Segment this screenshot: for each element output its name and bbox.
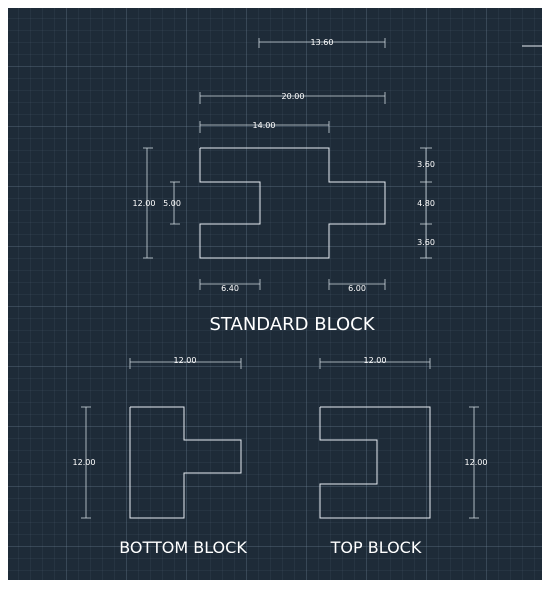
dim-top-height: 12.00 [465,406,488,519]
dim-label: 12.00 [465,458,488,467]
dim-label: 12.00 [73,458,96,467]
cad-drawing-canvas [8,8,542,580]
bottom-block: 12.00 12.00 BOTTOM BLOCK [73,356,248,557]
standard-block: 13.60 20.00 14.00 12.00 5.00 [133,38,435,335]
dim-label: 20.00 [282,92,305,101]
bottom-block-outline [129,406,242,519]
top-block-outline [319,406,431,519]
dim-label: 13.60 [311,38,334,47]
top-block-title: TOP BLOCK [330,538,422,557]
dim-bottom-height: 12.00 [73,406,96,519]
bottom-block-title: BOTTOM BLOCK [119,538,247,557]
dim-notch-height: 5.00 [163,181,181,225]
top-block: 12.00 12.00 TOP BLOCK [319,356,488,557]
dim-top-width: 12.00 [319,356,431,369]
dim-top-offset: 13.60 [258,38,386,48]
dim-label: 12.00 [133,199,156,208]
dim-overall-width: 20.00 [199,92,386,104]
dim-height: 12.00 [133,147,156,259]
dim-bottom-right: 6.00 [328,279,386,293]
dim-bottom-left: 6.40 [199,279,261,293]
dim-label: 12.00 [174,356,197,365]
dim-right-chain: 3.60 4.80 3.60 [417,147,435,259]
standard-block-outline [199,147,386,259]
dim-label: 12.00 [364,356,387,365]
dim-bottom-width: 12.00 [129,356,242,369]
dim-label: 3.60 [417,160,435,169]
dim-label: 6.40 [221,284,239,293]
dim-label: 5.00 [163,199,181,208]
dim-label: 6.00 [348,284,366,293]
dim-label: 4.80 [417,199,435,208]
standard-block-title: STANDARD BLOCK [209,314,375,335]
dim-label: 14.00 [253,121,276,130]
dim-body-width: 14.00 [199,121,330,133]
dim-label: 3.60 [417,238,435,247]
